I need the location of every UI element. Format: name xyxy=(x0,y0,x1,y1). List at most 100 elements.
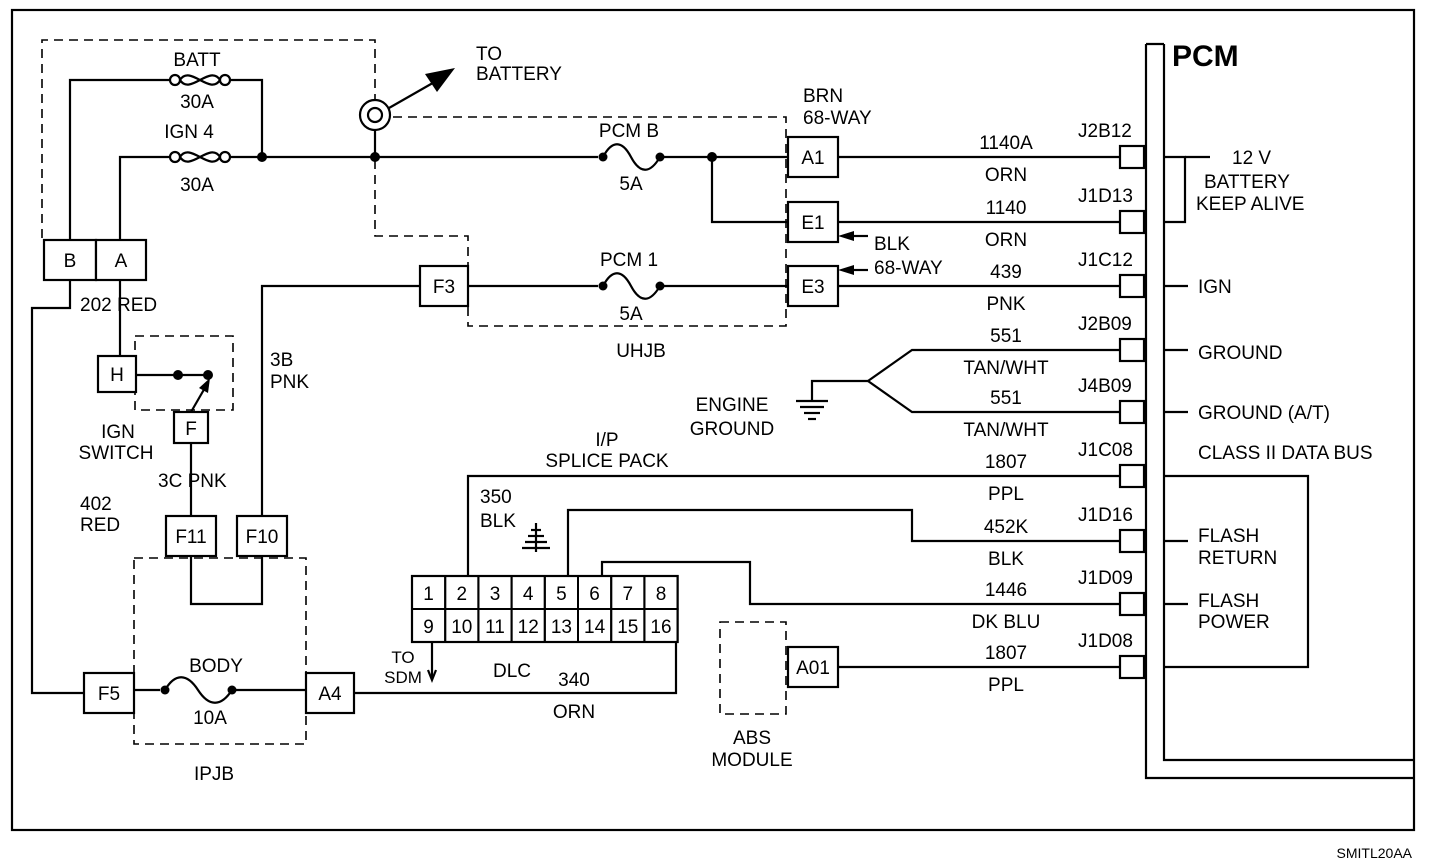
pcm-pin-label: J1C08 xyxy=(1078,440,1133,461)
wire-batt-feed xyxy=(68,78,172,240)
wire-3b-label-line1: 3B xyxy=(270,350,293,371)
ign-switch-arrowhead xyxy=(199,378,210,393)
connector-a-label: A xyxy=(115,251,128,272)
dlc-pin-label: 5 xyxy=(556,584,567,605)
dlc-pin-label: 13 xyxy=(551,617,572,638)
splice-pack-line1: I/P xyxy=(595,430,618,451)
circuit-number: 551 xyxy=(990,326,1022,347)
pcm-terminal xyxy=(1118,463,1146,489)
pcm-terminal xyxy=(1118,654,1146,680)
wire-202-label: 202 RED xyxy=(80,295,157,316)
dlc-pin-label: 14 xyxy=(584,617,606,638)
wire-3b-label-line2: PNK xyxy=(270,372,309,393)
wire-engine-ground xyxy=(810,379,868,400)
pcm-fn-ground-at: GROUND (A/T) xyxy=(1198,403,1330,424)
circuit-color: DK BLU xyxy=(972,612,1041,633)
circuit-number: 1140 xyxy=(986,198,1027,219)
splice-pack-line2: SPLICE PACK xyxy=(545,451,669,472)
fuse-pcm1-rating: 5A xyxy=(619,304,643,325)
circuit-color: ORN xyxy=(985,165,1027,186)
connector-e1 xyxy=(786,200,840,244)
dlc-pin-label: 15 xyxy=(617,617,638,638)
ipjb-label: IPJB xyxy=(194,764,234,785)
fuse-ign4 xyxy=(168,150,232,164)
pcm-pin-label: J1D08 xyxy=(1078,631,1133,652)
brn-connector-line2: 68-WAY xyxy=(803,108,872,129)
connector-e3-label: E3 xyxy=(801,277,824,298)
dlc-label: DLC xyxy=(493,661,531,682)
fuse-batt-rating: 30A xyxy=(180,92,214,113)
pcm-terminal xyxy=(1118,273,1146,299)
circuit-color: PPL xyxy=(988,675,1024,696)
dlc-pin-label: 12 xyxy=(518,617,539,638)
wire-class2-loop xyxy=(1164,474,1310,669)
wire-452k xyxy=(566,508,1120,583)
fuse-batt xyxy=(168,73,232,87)
dlc-pin-label: 2 xyxy=(457,584,468,605)
wire-e1-tap xyxy=(710,157,788,224)
ign-switch-label-line2: SWITCH xyxy=(79,443,154,464)
circuit-color: PNK xyxy=(986,294,1025,315)
wire-batt-fuse-out xyxy=(228,78,264,157)
connector-a xyxy=(94,238,148,282)
circuit-number: 1807 xyxy=(985,452,1027,473)
connector-a1 xyxy=(786,135,840,179)
engine-ground-line1: ENGINE xyxy=(696,395,769,416)
circuit-number: 439 xyxy=(990,262,1022,283)
connector-b-label: B xyxy=(64,251,77,272)
wire-402-red xyxy=(30,280,84,695)
wire-340-number: 340 xyxy=(558,670,590,691)
splice-dot xyxy=(370,152,380,162)
brn-connector-line1: BRN xyxy=(803,86,843,107)
uhjb-housing-top xyxy=(41,39,376,238)
pcm-pin-label: J1D16 xyxy=(1078,505,1133,526)
connector-a1-label: A1 xyxy=(801,148,824,169)
to-battery-line2: BATTERY xyxy=(476,64,562,85)
circuit-color: ORN xyxy=(985,230,1027,251)
battery-arrow xyxy=(388,79,439,109)
pcm-pin-label: J1D09 xyxy=(1078,568,1133,589)
circuit-number: 1446 xyxy=(985,580,1027,601)
wire-ipjb-bridge xyxy=(189,556,264,606)
abs-label-line2: MODULE xyxy=(711,750,792,771)
circuit-color: TAN/WHT xyxy=(963,358,1049,379)
connector-f3-label: F3 xyxy=(433,277,455,298)
wire-350-line2: BLK xyxy=(480,511,516,532)
figure-code: SMITL20AA xyxy=(1337,845,1413,861)
connector-a4 xyxy=(304,671,356,715)
arrow-blk-connector xyxy=(838,231,854,241)
connector-f11 xyxy=(164,514,218,558)
fuse-batt-name: BATT xyxy=(173,50,221,71)
pcm-terminal xyxy=(1118,528,1146,554)
pcm-fn-flash-power-line1: FLASH xyxy=(1198,591,1259,612)
pcm-pin-label: J2B09 xyxy=(1078,314,1132,335)
splice-dot xyxy=(257,152,267,162)
engine-ground-line2: GROUND xyxy=(690,419,774,440)
pcm-terminal xyxy=(1118,144,1146,170)
connector-f3 xyxy=(418,264,470,308)
dlc-pin-label: 1 xyxy=(423,584,434,605)
ign-switch-label-line1: IGN xyxy=(101,422,135,443)
wire-402-label-line1: 402 xyxy=(80,494,112,515)
pcm-title: PCM xyxy=(1172,40,1239,73)
uhjb-label: UHJB xyxy=(616,341,666,362)
splice-ground-icon xyxy=(522,523,550,552)
connector-b xyxy=(42,238,98,282)
pcm-terminal xyxy=(1118,209,1146,235)
circuit-color: TAN/WHT xyxy=(963,420,1049,441)
wire-1446 xyxy=(600,560,1120,606)
circuit-color: BLK xyxy=(988,549,1024,570)
to-sdm-line2: SDM xyxy=(384,668,422,687)
blk-connector-line2: 68-WAY xyxy=(874,258,943,279)
dlc-pin-label: 7 xyxy=(623,584,634,605)
connector-a4-label: A4 xyxy=(318,684,342,705)
pcm-fn-ign: IGN xyxy=(1198,277,1232,298)
pcm-fn-12v: 12 V xyxy=(1232,148,1271,169)
pcm-pin-label: J1C12 xyxy=(1078,250,1133,271)
fuse-body-rating: 10A xyxy=(193,708,227,729)
abs-label-line1: ABS xyxy=(733,728,771,749)
ign-switch-housing xyxy=(134,335,234,411)
dlc-pin-label: 3 xyxy=(490,584,501,605)
